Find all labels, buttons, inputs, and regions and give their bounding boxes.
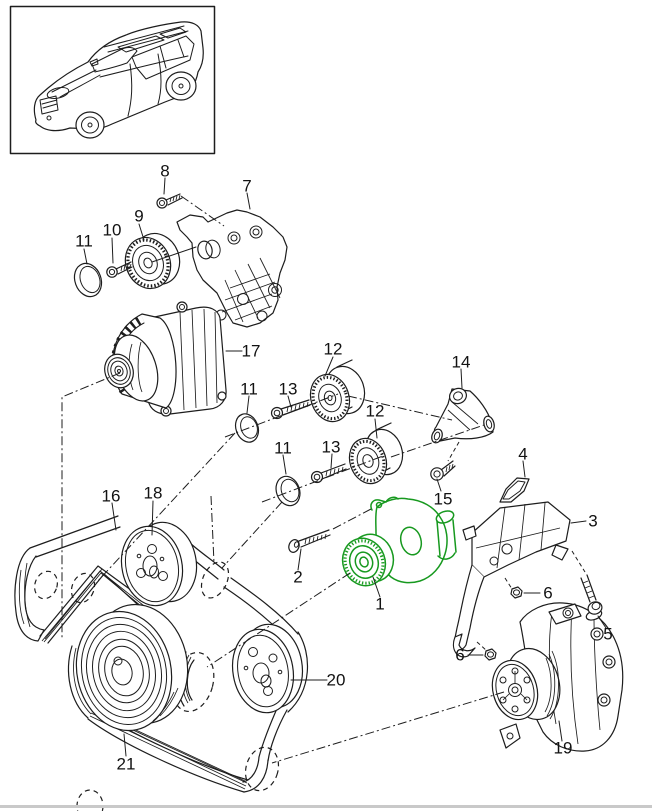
part-label-13a[interactable]: 13 — [278, 379, 298, 399]
cover-3 — [453, 502, 570, 657]
serpentine-belt — [15, 516, 308, 792]
vehicle-thumbnail — [11, 7, 215, 154]
nut-6b — [485, 649, 496, 660]
bolt-15 — [431, 461, 455, 480]
bolt-10 — [107, 262, 132, 277]
nut-6a — [511, 587, 522, 598]
bracket-7 — [177, 210, 287, 327]
part-label-14[interactable]: 14 — [451, 352, 471, 372]
pulley-9 — [118, 227, 187, 296]
label-leader-lines — [84, 178, 606, 756]
part-label-11b[interactable]: 11 — [240, 379, 258, 399]
bracket-14 — [430, 386, 496, 444]
part-label-13b[interactable]: 13 — [321, 437, 341, 457]
axis-chain-lines — [62, 196, 585, 763]
part-label-3[interactable]: 3 — [588, 511, 598, 531]
part-label-21[interactable]: 21 — [116, 754, 136, 774]
part-label-12b[interactable]: 12 — [365, 401, 385, 421]
idler-pulley-12b — [344, 423, 408, 488]
part-label-4[interactable]: 4 — [518, 444, 528, 464]
bolt-2 — [287, 530, 330, 554]
part-label-16[interactable]: 16 — [101, 486, 121, 506]
alternator-17 — [100, 302, 226, 416]
part-label-15[interactable]: 15 — [433, 489, 453, 509]
part-label-2[interactable]: 2 — [293, 567, 303, 587]
crank-pulley-21 — [66, 596, 199, 740]
tensioner-1 — [336, 497, 456, 591]
compressor-19 — [486, 603, 623, 751]
part-label-6a[interactable]: 6 — [543, 583, 553, 603]
part-label-11c[interactable]: 11 — [274, 438, 292, 458]
bolt-13b — [312, 464, 347, 483]
part-label-6b[interactable]: 6 — [455, 645, 465, 665]
part-label-18[interactable]: 18 — [143, 483, 163, 503]
part-label-12a[interactable]: 12 — [323, 339, 343, 359]
part-label-11a[interactable]: 11 — [75, 231, 93, 251]
cap-11c — [272, 473, 304, 509]
part-label-8[interactable]: 8 — [160, 161, 170, 181]
bolt-13a — [272, 400, 311, 419]
bolt-5 — [581, 575, 604, 622]
part-label-17[interactable]: 17 — [241, 341, 261, 361]
part-label-9[interactable]: 9 — [134, 206, 144, 226]
part-label-10[interactable]: 10 — [102, 220, 122, 240]
bolt-8 — [157, 194, 182, 208]
part-label-5[interactable]: 5 — [603, 624, 613, 644]
page-bottom-divider — [0, 805, 652, 808]
pulley-20 — [226, 619, 309, 717]
part-label-19[interactable]: 19 — [553, 738, 573, 758]
part-label-20[interactable]: 20 — [326, 670, 346, 690]
part-label-7[interactable]: 7 — [242, 176, 252, 196]
idler-pulley-12a — [305, 360, 371, 427]
gasket-4 — [500, 478, 529, 502]
pulley-18 — [114, 517, 203, 612]
part-label-1[interactable]: 1 — [375, 594, 385, 614]
cap-11b — [232, 411, 263, 446]
cap-11a — [70, 260, 106, 301]
